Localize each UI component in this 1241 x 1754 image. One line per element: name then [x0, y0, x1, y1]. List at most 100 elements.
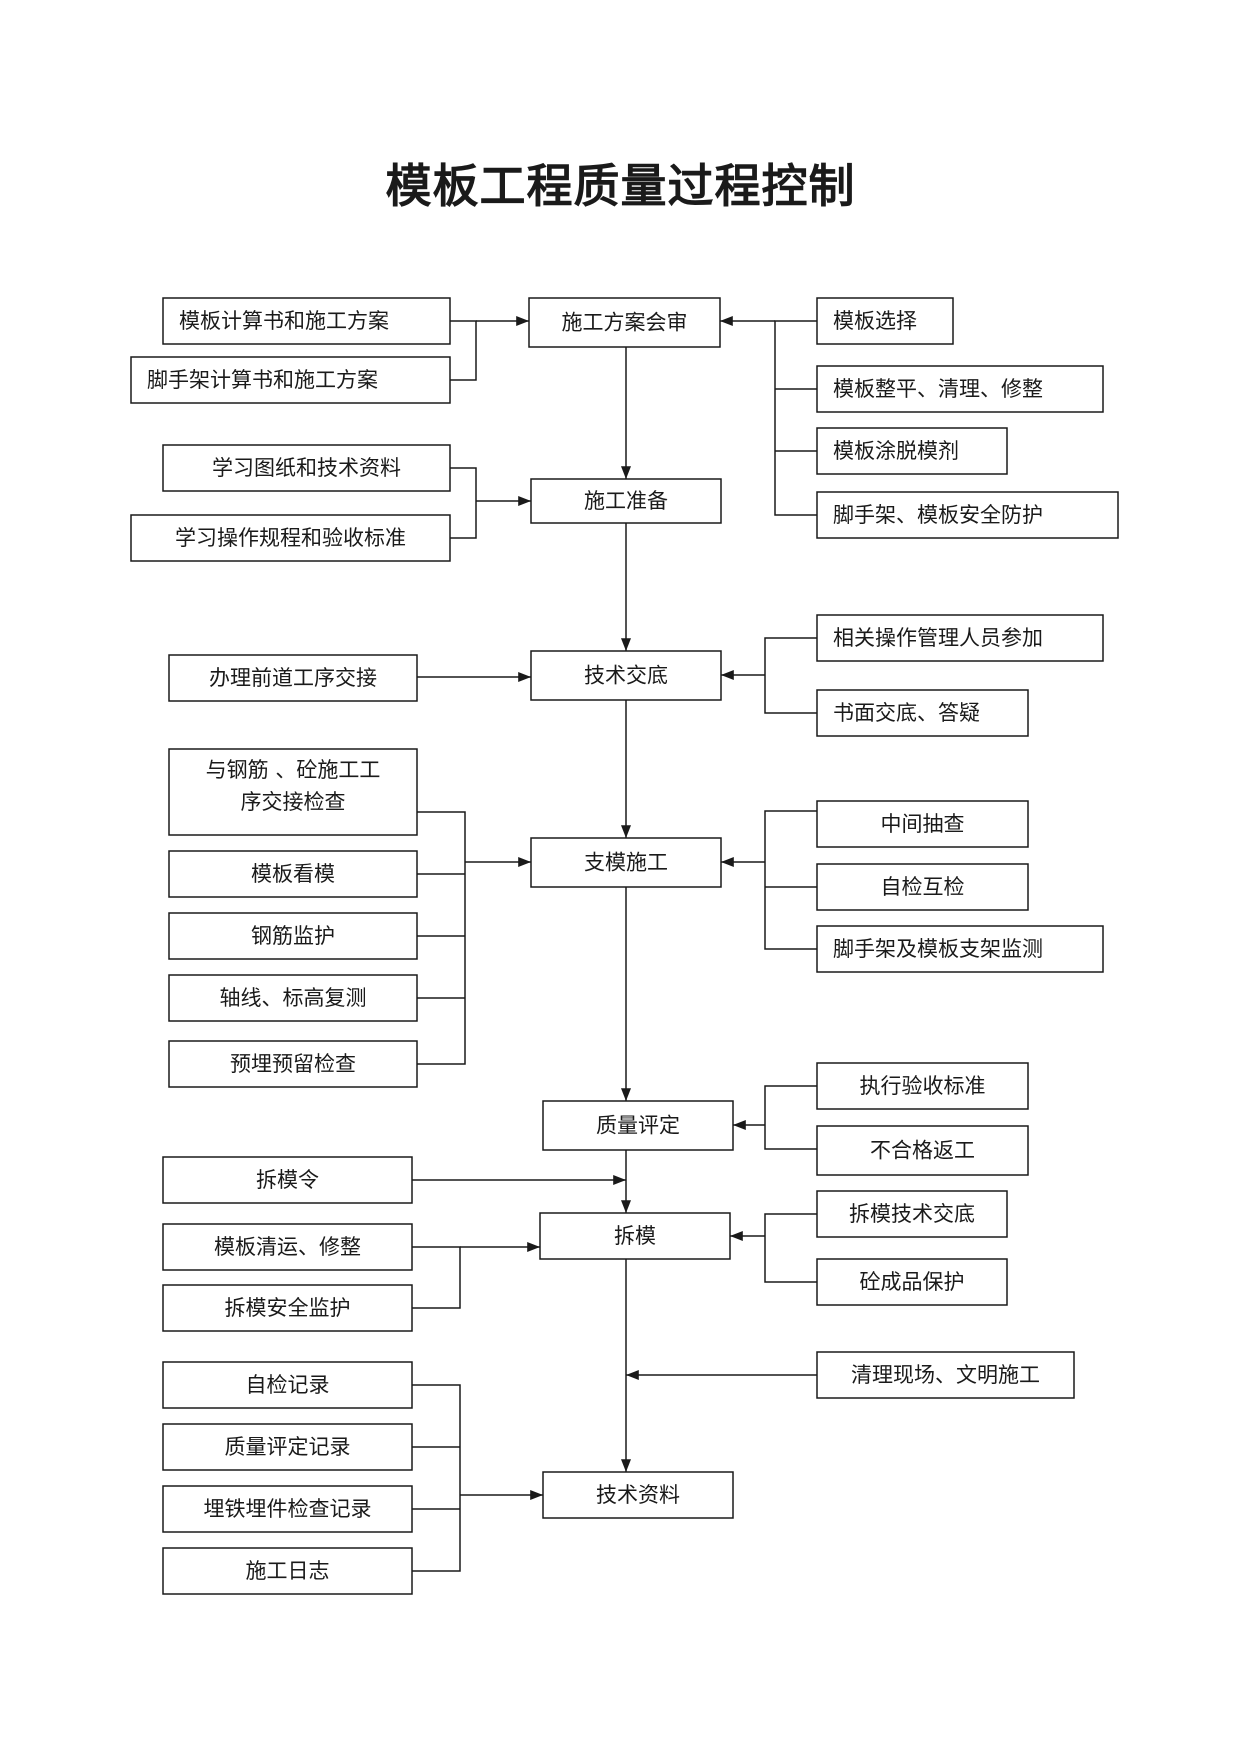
node-label: 执行验收标准 — [860, 1074, 986, 1098]
node-label: 轴线、标高复测 — [220, 986, 367, 1010]
arrowhead — [621, 825, 631, 838]
node-acceptance-standard: 执行验收标准 — [816, 1062, 1029, 1110]
bracket-right — [764, 810, 817, 950]
node-box — [528, 297, 721, 348]
arrowhead — [530, 1490, 543, 1500]
page-title: 模板工程质量过程控制 — [385, 159, 856, 213]
node-box — [816, 863, 1029, 911]
arrowhead — [621, 1200, 631, 1213]
node-box — [168, 850, 418, 898]
node-construction-prep: 施工准备 — [530, 478, 722, 524]
node-label: 支模施工 — [584, 851, 668, 875]
node-box — [168, 654, 418, 702]
node-label: 模板计算书和施工方案 — [179, 309, 389, 333]
node-tech-docs: 技术资料 — [542, 1471, 734, 1519]
node-label: 埋铁埋件检查记录 — [204, 1497, 372, 1521]
node-box — [168, 974, 418, 1022]
node-box — [816, 1190, 1008, 1238]
node-box — [530, 478, 722, 524]
node-label: 砼成品保护 — [860, 1270, 965, 1294]
node-box — [816, 689, 1029, 737]
node-label: 脚手架、模板安全防护 — [833, 503, 1043, 527]
node-formwork-erection: 支模施工 — [530, 837, 722, 888]
node-box — [816, 1125, 1029, 1176]
bracket-left — [450, 467, 477, 539]
node-label: 相关操作管理人员参加 — [833, 626, 1043, 650]
node-formwork-calc-plan: 模板计算书和施工方案 — [162, 297, 451, 345]
node-label: 技术交底 — [584, 664, 668, 688]
node-box — [162, 297, 451, 345]
node-box — [168, 748, 418, 836]
node-formwork-leveling: 模板整平、清理、修整 — [816, 365, 1104, 413]
node-embedded-check: 预埋预留检查 — [168, 1040, 418, 1088]
arrowhead — [518, 857, 531, 867]
node-label: 书面交底、答疑 — [833, 701, 980, 725]
arrowhead — [621, 1088, 631, 1101]
node-rebar-supervision: 钢筋监护 — [168, 912, 418, 960]
node-box — [816, 925, 1104, 973]
node-label: 脚手架计算书和施工方案 — [147, 368, 378, 392]
node-self-mutual-check: 自检互检 — [816, 863, 1029, 911]
node-box — [816, 491, 1119, 539]
node-label: 自检互检 — [881, 875, 965, 899]
node-label: 模板整平、清理、修整 — [833, 377, 1043, 401]
node-box — [162, 444, 451, 492]
arrowhead — [621, 1459, 631, 1472]
node-label: 质量评定记录 — [225, 1435, 351, 1459]
node-box — [542, 1100, 734, 1151]
node-staff-participate: 相关操作管理人员参加 — [816, 614, 1104, 662]
node-label: 技术资料 — [596, 1483, 680, 1507]
node-label: 预埋预留检查 — [230, 1052, 356, 1076]
bracket-right — [764, 637, 817, 714]
node-label: 施工准备 — [584, 489, 668, 513]
node-box — [168, 912, 418, 960]
node-box — [162, 1485, 413, 1533]
node-cleanup-repair: 模板清运、修整 — [162, 1223, 413, 1271]
bracket-left — [412, 1384, 461, 1572]
bracket-left — [450, 320, 477, 381]
bracket-right — [774, 320, 817, 516]
node-removal-order: 拆模令 — [162, 1156, 413, 1204]
connectors — [412, 316, 817, 1572]
node-removal-briefing: 拆模技术交底 — [816, 1190, 1008, 1238]
node-quality-assessment: 质量评定 — [542, 1100, 734, 1151]
node-label: 中间抽查 — [881, 812, 965, 836]
node-label: 办理前道工序交接 — [209, 666, 377, 690]
node-label: 模板清运、修整 — [214, 1235, 361, 1259]
node-handover-previous: 办理前道工序交接 — [168, 654, 418, 702]
node-label: 钢筋监护 — [251, 924, 335, 948]
bracket-right — [764, 1085, 817, 1150]
node-plan-review: 施工方案会审 — [528, 297, 721, 348]
node-label: 拆模令 — [256, 1168, 319, 1192]
node-box — [816, 800, 1029, 848]
node-release-agent: 模板涂脱模剂 — [816, 427, 1008, 475]
node-box — [130, 514, 451, 562]
node-embedded-record: 埋铁埋件检查记录 — [162, 1485, 413, 1533]
node-label: 拆模 — [614, 1224, 656, 1248]
node-site-cleanup: 清理现场、文明施工 — [816, 1351, 1075, 1399]
arrowhead — [733, 1120, 746, 1130]
nodes: 施工方案会审模板计算书和施工方案脚手架计算书和施工方案模板选择模板整平、清理、修… — [130, 297, 1119, 1595]
node-label: 学习图纸和技术资料 — [212, 456, 401, 480]
node-label: 不合格返工 — [870, 1139, 975, 1163]
node-formwork-removal: 拆模 — [539, 1212, 731, 1260]
node-removal-safety: 拆模安全监护 — [162, 1284, 413, 1332]
node-study-drawings: 学习图纸和技术资料 — [162, 444, 451, 492]
node-box — [162, 1547, 413, 1595]
node-box — [530, 650, 722, 701]
arrowhead — [518, 496, 531, 506]
arrowhead — [621, 638, 631, 651]
node-label: 学习操作规程和验收标准 — [175, 526, 406, 550]
node-formwork-inspection: 模板看模 — [168, 850, 418, 898]
node-box — [816, 614, 1104, 662]
node-box — [539, 1212, 731, 1260]
arrowhead — [518, 672, 531, 682]
node-self-check-record: 自检记录 — [162, 1361, 413, 1409]
node-box — [530, 837, 722, 888]
bracket-right — [764, 1213, 817, 1283]
node-axis-elevation-check: 轴线、标高复测 — [168, 974, 418, 1022]
node-box — [816, 297, 954, 345]
node-label: 模板看模 — [251, 862, 335, 886]
node-label: 模板涂脱模剂 — [833, 439, 959, 463]
node-tech-briefing: 技术交底 — [530, 650, 722, 701]
